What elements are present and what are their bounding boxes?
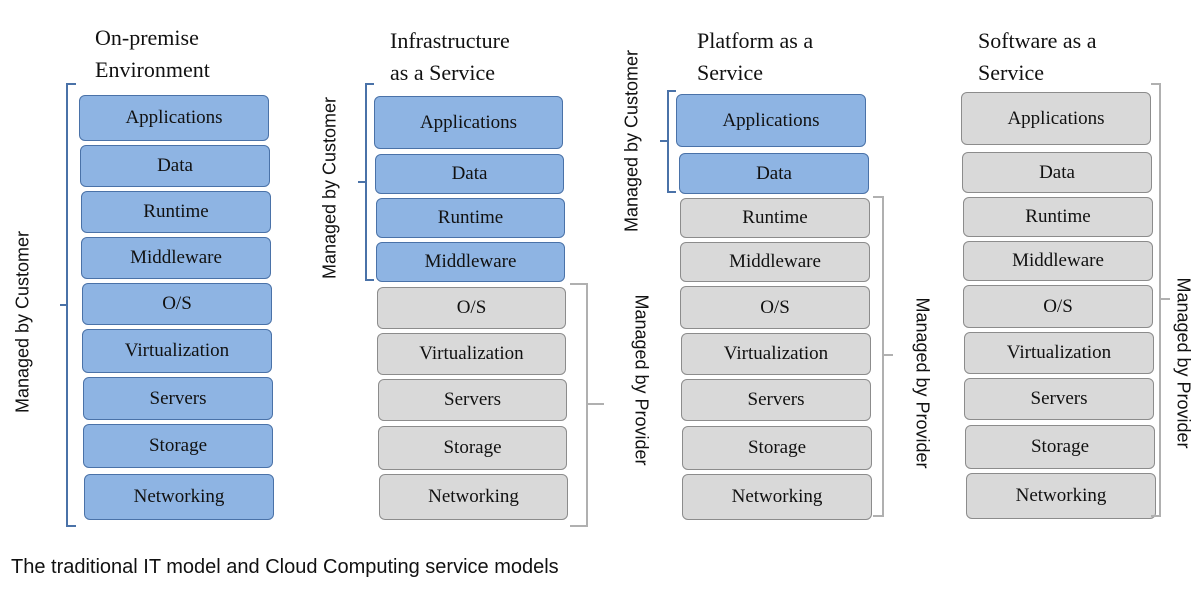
layer-networking: Networking [84,474,274,520]
layer-runtime: Runtime [81,191,271,233]
stack-title-line1: Platform as a [697,28,814,53]
stack-title-onpremise: On-premise Environment [95,22,210,86]
layer-middleware: Middleware [680,242,870,282]
layer-middleware: Middleware [81,237,271,279]
label-saas-managed-by-provider: Managed by Provider [1173,277,1194,449]
layer-virtualization: Virtualization [377,333,566,375]
bracket-onpremise-customer [60,83,76,527]
layer-os: O/S [963,285,1153,328]
label-paas-managed-by-provider: Managed by Provider [912,297,933,469]
layer-applications: Applications [374,96,563,149]
stack-title-iaas: Infrastructure as a Service [390,25,510,89]
layer-servers: Servers [964,378,1154,420]
layer-virtualization: Virtualization [681,333,871,375]
stack-title-line1: On-premise [95,25,199,50]
layer-servers: Servers [83,377,273,420]
layer-middleware: Middleware [963,241,1153,281]
layer-virtualization: Virtualization [964,332,1154,374]
bracket-saas-provider [1151,83,1170,517]
layer-storage: Storage [682,426,872,470]
stack-title-line1: Infrastructure [390,28,510,53]
layer-applications: Applications [961,92,1151,145]
stack-title-line1: Software as a [978,28,1097,53]
layer-runtime: Runtime [680,198,870,238]
layer-runtime: Runtime [376,198,565,238]
layer-os: O/S [377,287,566,329]
layer-servers: Servers [378,379,567,421]
figure-caption: The traditional IT model and Cloud Compu… [11,556,559,578]
layer-networking: Networking [379,474,568,520]
stack-title-paas: Platform as a Service [697,25,813,89]
stack-title-line2: Service [978,60,1044,85]
layer-applications: Applications [676,94,866,147]
label-iaas-managed-by-customer: Managed by Customer [319,96,340,280]
layer-storage: Storage [83,424,273,468]
layer-data: Data [80,145,270,187]
bracket-paas-customer [660,90,676,193]
layer-os: O/S [680,286,870,329]
stack-title-line2: Environment [95,57,210,82]
layer-networking: Networking [966,473,1156,519]
layer-storage: Storage [378,426,567,470]
bracket-iaas-provider [570,283,604,527]
layer-runtime: Runtime [963,197,1153,237]
layer-middleware: Middleware [376,242,565,282]
bracket-paas-provider [873,196,893,517]
stack-title-line2: Service [697,60,763,85]
layer-applications: Applications [79,95,269,141]
label-paas-managed-by-customer: Managed by Customer [621,49,642,233]
bracket-iaas-customer [358,83,374,281]
layer-data: Data [679,153,869,194]
stack-title-line2: as a Service [390,60,496,85]
stack-title-saas: Software as a Service [978,25,1097,89]
layer-networking: Networking [682,474,872,520]
layer-os: O/S [82,283,272,325]
label-onpremise-managed-by-customer: Managed by Customer [12,230,33,414]
layer-data: Data [962,152,1152,193]
label-iaas-managed-by-provider: Managed by Provider [631,294,652,466]
layer-storage: Storage [965,425,1155,469]
layer-data: Data [375,154,564,194]
layer-virtualization: Virtualization [82,329,272,373]
layer-servers: Servers [681,379,871,421]
